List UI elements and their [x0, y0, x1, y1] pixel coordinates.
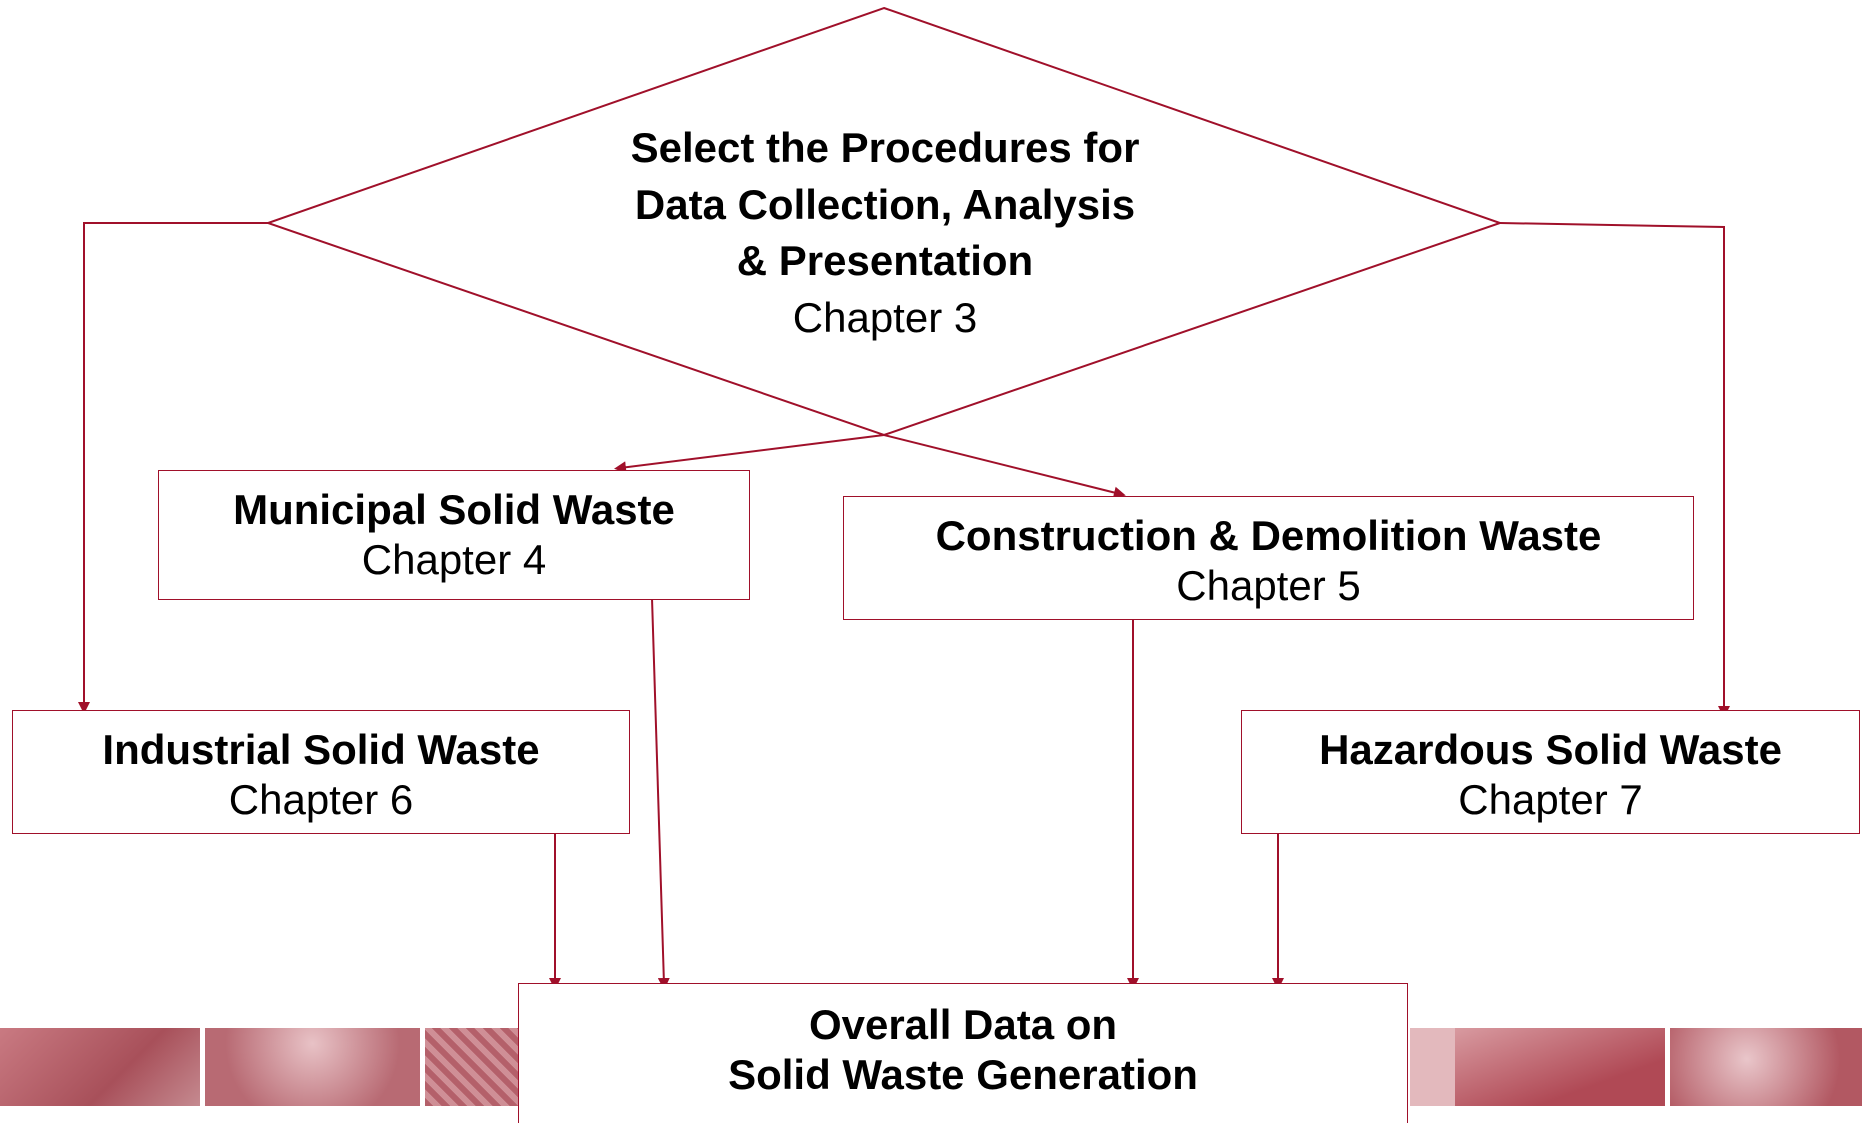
photo-tile: [1670, 1028, 1862, 1106]
hazardous-box: Hazardous Solid Waste Chapter 7: [1241, 710, 1860, 834]
construction-box: Construction & Demolition Waste Chapter …: [843, 496, 1694, 620]
decision-title-line: & Presentation: [736, 237, 1034, 285]
construction-chapter: Chapter 5: [1176, 562, 1361, 610]
decision-label: Select the Procedures for Data Collectio…: [540, 120, 1230, 347]
industrial-chapter: Chapter 6: [228, 776, 414, 824]
decision-chapter: Chapter 3: [792, 294, 978, 342]
overall-title-line: Overall Data on: [808, 1001, 1118, 1048]
overall-box: Overall Data on Solid Waste Generation: [518, 983, 1408, 1123]
industrial-title: Industrial Solid Waste: [102, 726, 540, 773]
photo-tile: [0, 1028, 200, 1106]
decorative-photo-strip: [0, 1028, 1862, 1106]
hazardous-title: Hazardous Solid Waste: [1319, 726, 1782, 773]
municipal-chapter: Chapter 4: [361, 536, 547, 584]
arrow-to-industrial: [78, 222, 268, 714]
arrow-to-hazardous: [1499, 222, 1730, 718]
hazardous-chapter: Chapter 7: [1458, 776, 1643, 824]
overall-title-line: Solid Waste Generation: [728, 1051, 1198, 1099]
arrow-to-municipal: [614, 434, 885, 474]
construction-title: Construction & Demolition Waste: [935, 512, 1602, 559]
photo-tile: [205, 1028, 420, 1106]
photo-tile: [425, 1028, 520, 1106]
decision-title-line: Select the Procedures for: [630, 124, 1140, 171]
municipal-title: Municipal Solid Waste: [233, 486, 675, 533]
photo-tile: [1410, 1028, 1455, 1106]
arrow-municipal-to-overall: [651, 597, 670, 990]
decision-title-line: Data Collection, Analysis: [634, 180, 1136, 228]
photo-tile: [1455, 1028, 1665, 1106]
arrow-to-construction: [883, 434, 1126, 499]
municipal-box: Municipal Solid Waste Chapter 4: [158, 470, 750, 600]
industrial-box: Industrial Solid Waste Chapter 6: [12, 710, 630, 834]
